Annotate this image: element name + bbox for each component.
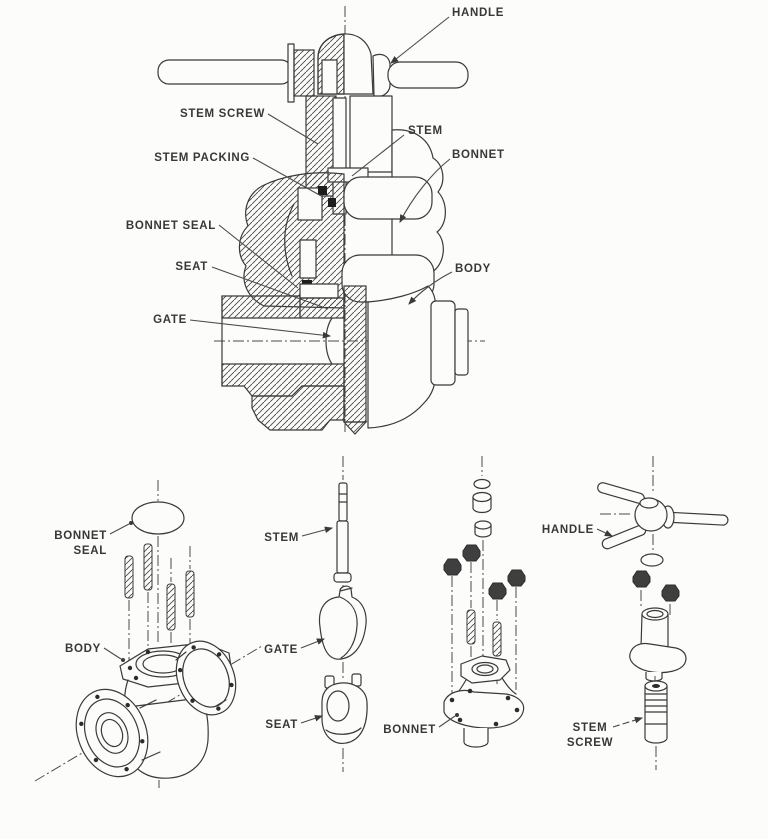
- label-stem-screw: STEM SCREW: [180, 108, 265, 120]
- exploded-view-drawing: BONNET SEAL BODY STEM GATE SEAT BONNET H…: [34, 456, 729, 788]
- stem-screw-exploded-leader: [612, 716, 644, 728]
- body-exploded-leader: [103, 647, 122, 660]
- label-stem-packing: STEM PACKING: [154, 152, 250, 164]
- gate-part-drawing: [318, 585, 367, 660]
- label-stem-screw-exploded-2: SCREW: [567, 737, 613, 749]
- stem-packing-drawing: [318, 186, 327, 195]
- exploded-labels: BONNET SEAL BODY STEM GATE SEAT BONNET H…: [54, 521, 644, 749]
- handle-exploded-leader: [596, 528, 613, 537]
- handle-nut-drawing: [632, 570, 651, 588]
- gate-exploded-leader: [300, 638, 326, 649]
- handle-part-drawing: [597, 482, 729, 550]
- label-body-exploded: BODY: [65, 643, 101, 655]
- label-stem-exploded: STEM: [264, 532, 299, 544]
- body-right-half: [367, 285, 436, 429]
- label-handle: HANDLE: [452, 7, 504, 19]
- right-flange-drawing: [175, 640, 237, 716]
- bonnet-drawing: [238, 129, 446, 309]
- exploded-bonnet-group: [443, 456, 526, 748]
- body-leader-line: [408, 271, 453, 305]
- bonnet-nuts-drawing: [443, 544, 526, 600]
- seat-drawing: [299, 283, 339, 299]
- label-bonnet: BONNET: [452, 149, 505, 161]
- body-casting-drawing: [75, 640, 237, 779]
- body-studs-drawing: [124, 543, 195, 672]
- stem-screw-leader-line: [267, 113, 319, 145]
- bonnet-seal-exploded-leader: [109, 523, 130, 535]
- seat-exploded-leader: [300, 715, 324, 724]
- stem-exploded-leader: [301, 526, 334, 537]
- label-body: BODY: [455, 263, 491, 275]
- sectional-labels: HANDLE STEM SCREW STEM STEM PACKING BONN…: [126, 7, 505, 339]
- small-ring-drawing: [473, 478, 491, 490]
- stem-leader-line: [351, 134, 405, 177]
- bonnet-seal-ring-drawing: [131, 501, 185, 535]
- label-gate-exploded: GATE: [264, 644, 298, 656]
- bonnet-stud-drawing: [492, 621, 502, 657]
- exploded-handle-group: [597, 456, 729, 770]
- gland-drawing: [629, 607, 687, 682]
- label-stem-screw-exploded: STEM: [573, 722, 608, 734]
- bonnet-leader-line: [399, 158, 451, 223]
- seat-part-drawing: [321, 673, 368, 744]
- label-stem: STEM: [408, 125, 443, 137]
- exploded-body-group: [34, 480, 263, 788]
- label-bonnet-seal-exploded-2: SEAL: [74, 545, 107, 557]
- label-bonnet-exploded: BONNET: [383, 724, 436, 736]
- gate-leader-line: [189, 319, 332, 339]
- label-handle-exploded: HANDLE: [542, 524, 594, 536]
- stem-rod-drawing: [333, 482, 352, 583]
- gate-drawing: [343, 285, 367, 423]
- handle-leader-line: [390, 16, 450, 64]
- label-bonnet-seal: BONNET SEAL: [126, 220, 216, 232]
- bonnet-stud-drawing: [466, 609, 476, 645]
- pipe-axis-line: [34, 645, 263, 782]
- bonnet-exploded-leader: [438, 715, 456, 728]
- label-seat: SEAT: [175, 261, 208, 273]
- stem-packing-leader-line: [252, 157, 324, 198]
- label-gate: GATE: [153, 314, 187, 326]
- handle-nut-drawing: [661, 584, 680, 602]
- packing-nut-drawing: [474, 520, 492, 538]
- sectional-view-drawing: HANDLE STEM SCREW STEM STEM PACKING BONN…: [126, 6, 505, 435]
- handle-drawing: [157, 33, 469, 103]
- stem-screw-part-drawing: [644, 680, 668, 744]
- bonnet-seal-leader-line: [218, 224, 299, 289]
- handle-washer-drawing: [640, 553, 664, 567]
- label-bonnet-seal-exploded: BONNET: [54, 530, 107, 542]
- left-flange-drawing: [75, 688, 149, 778]
- bonnet-casting-drawing: [443, 655, 525, 748]
- body-drawing: [221, 285, 469, 435]
- label-seat-exploded: SEAT: [265, 719, 298, 731]
- exploded-stem-group: [318, 456, 368, 772]
- packing-sleeve-drawing: [472, 491, 492, 514]
- seat-leader-line: [211, 266, 329, 310]
